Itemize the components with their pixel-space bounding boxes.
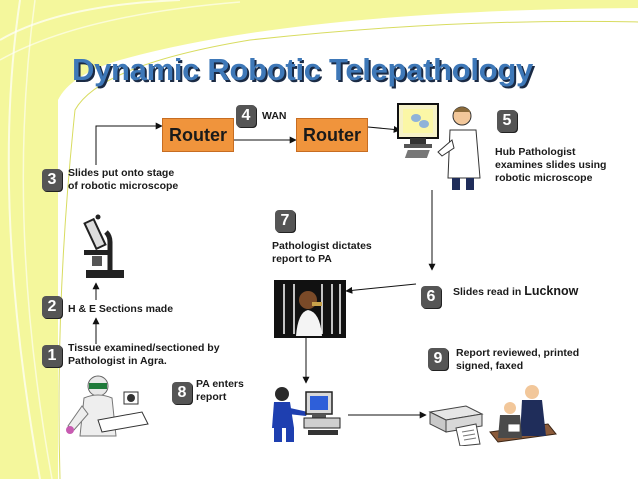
typist-computer-icon — [272, 387, 341, 442]
step-text-5: Hub Pathologist examines slides using ro… — [495, 146, 607, 184]
step-text-8: PA enters report — [196, 378, 244, 403]
step-text-7: Pathologist dictates report to PA — [272, 240, 372, 265]
step-text-6: Slides read in Lucknow — [453, 284, 579, 299]
dictating-pathologist-icon — [274, 280, 346, 338]
step-badge-9: 9 — [428, 348, 448, 370]
microscope-icon — [83, 214, 124, 278]
step-badge-3: 3 — [42, 169, 62, 191]
step-badge-5: 5 — [497, 110, 517, 132]
slide-title: Dynamic Robotic Telepathology — [72, 52, 533, 87]
step-badge-7: 7 — [275, 210, 295, 232]
reviewers-icon — [489, 385, 557, 443]
printer-fax-icon — [428, 405, 484, 446]
step-badge-2: 2 — [42, 296, 62, 318]
router-box-right: Router — [296, 118, 368, 152]
step-badge-8: 8 — [172, 382, 192, 404]
step-text-1: Tissue examined/sectioned by Pathologist… — [68, 342, 220, 367]
wan-label: WAN — [262, 110, 287, 122]
lab-technician-icon — [66, 375, 149, 437]
router-box-left: Router — [162, 118, 234, 152]
step-badge-1: 1 — [42, 345, 62, 367]
step-text-3: Slides put onto stage of robotic microsc… — [68, 167, 179, 192]
step-badge-6: 6 — [421, 286, 441, 308]
pathologist-computer-icon — [397, 103, 481, 190]
step-text-2: H & E Sections made — [68, 303, 174, 315]
step-text-9: Report reviewed, printed signed, faxed — [456, 347, 580, 372]
step-badge-4: 4 — [236, 105, 256, 127]
